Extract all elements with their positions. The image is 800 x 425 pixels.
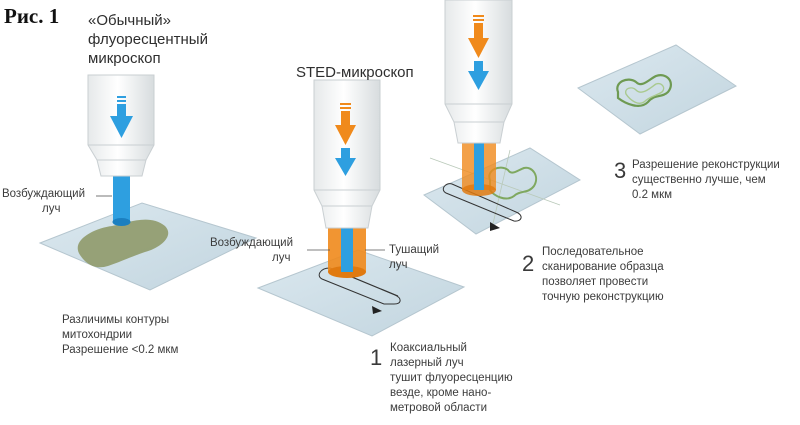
conventional-microscope	[38, 74, 258, 291]
excitation-beam	[341, 228, 353, 272]
down-arrow-icon	[335, 103, 356, 176]
step-number-1: 1	[370, 345, 383, 370]
step-2-caption: Последовательное сканирование образца по…	[542, 246, 664, 303]
step-number-3: 3	[614, 158, 627, 183]
excitation-beam-label: Возбуждающий луч	[2, 188, 86, 215]
scan-path	[442, 183, 522, 222]
excitation-beam	[113, 172, 130, 222]
conventional-title: «Обычный» флуоресцентный микроскоп	[88, 12, 208, 67]
step-1-caption: Коаксиальный лазерный луч тушит флуоресц…	[390, 342, 513, 414]
step-number-2: 2	[522, 251, 535, 276]
sted-microscope	[256, 79, 466, 337]
down-arrow-icon	[468, 15, 489, 90]
reconstruction-stage	[577, 44, 737, 135]
excitation-beam	[474, 143, 484, 190]
conventional-caption: Различимы контуры митохондрии Разрешение…	[62, 314, 179, 356]
step-3-caption: Разрешение реконструкции существенно луч…	[632, 159, 780, 201]
sted-title: STED-микроскоп	[296, 64, 414, 81]
mitochondrion-reconstruction	[616, 74, 672, 107]
down-arrow-icon	[110, 96, 133, 138]
mitochondrion-trace	[488, 166, 538, 200]
figure-label: Рис. 1	[4, 4, 60, 28]
mitochondrion-blur	[77, 219, 169, 268]
sted-quench-label: Тушащий луч	[389, 244, 440, 271]
sample-slide	[577, 44, 737, 135]
sample-slide	[423, 147, 581, 235]
sample-slide	[256, 249, 466, 337]
scanning-stage	[423, 0, 581, 235]
sted-excitation-label: Возбуждающий луч	[210, 237, 294, 264]
